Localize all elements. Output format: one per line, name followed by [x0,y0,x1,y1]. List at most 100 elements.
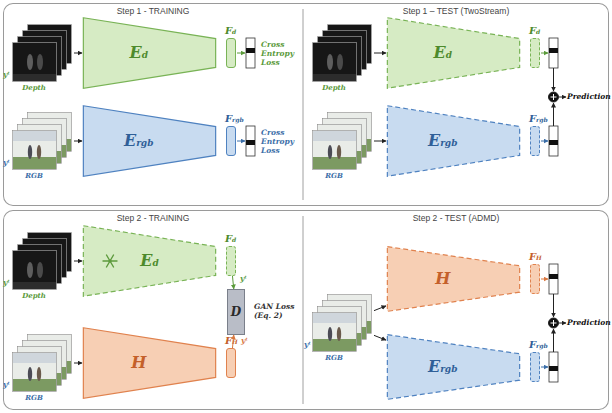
flow-arrow [74,53,82,54]
feature-name: Fd [225,26,236,36]
step-title: Step 2 - TEST (ADMD) [303,213,609,223]
depth-encoder: Ed [386,17,521,89]
rgb-floor [313,339,356,351]
encoder-name: H [131,355,146,371]
time-axis-label: yᵗ [3,380,10,389]
depth-floor [313,74,356,81]
feature-arrow [541,141,548,142]
depth-person [37,262,43,278]
encoder-shape [83,18,215,89]
encoder-name: Ed [433,45,452,61]
encoder-shape [387,247,519,312]
flow-arrow [74,141,82,142]
step-title: Step 1 – TEST (TwoStream) [303,6,609,16]
feature-name: FH [529,252,542,262]
rgb-person [28,367,32,381]
feature-arrow [237,53,245,54]
encoder-trapezoid [386,17,521,89]
depth-person [37,54,43,70]
feature-name: Fd [529,26,540,36]
rgb-person [328,145,332,159]
encoder-trapezoid [82,327,217,399]
frame-stack [12,24,74,82]
encoder-trapezoid [386,246,521,312]
panel-divider [303,9,304,200]
flow-arrow [374,306,386,311]
encoder-shape [83,226,215,297]
depth-frames: Depth [312,24,374,82]
rgb-encoder: Ergb [386,105,521,177]
score-cell [246,140,255,145]
score-vector [549,264,558,294]
rgb-frame [13,353,57,392]
frame-stack [12,112,74,170]
rgb-person [37,367,41,381]
rgb-frames: RGB [12,334,74,392]
modality-label: RGB [306,171,362,180]
feature-arrow [237,141,245,142]
encoder-trapezoid [82,17,217,89]
hallucination-network: H [82,327,217,399]
encoder-shape [387,335,519,400]
encoder-name: Ed [129,45,148,61]
rgb-floor [13,157,56,169]
step-title: Step 1 - TRAINING [3,6,303,16]
prediction-arrow [559,97,566,98]
feature-vector: FH [226,348,236,378]
time-axis-label: yᵗ [304,340,311,349]
rgb-wall [313,131,356,141]
feature-vector: Fd [226,246,236,276]
target-label: yᵗ [240,274,247,283]
score-cell [549,274,558,279]
sum-plus [553,320,554,326]
discriminator-box: D [227,289,245,335]
rgb-encoder: Ergb [82,105,217,177]
step-panel: Step 1 - TRAININGStep 1 – TEST (TwoStrea… [3,3,609,206]
rgb-person [37,145,41,159]
rgb-encoder: Ergb [386,334,521,400]
rgb-wall [313,313,356,323]
depth-person [327,54,333,70]
score-vector [246,126,255,156]
modality-label: RGB [6,171,62,180]
rgb-frame [313,131,357,170]
score-cell [549,140,558,145]
feature-vector: Frgb [226,126,236,156]
encoder-name: Ergb [428,359,458,375]
frozen-depth-encoder: Ed [82,225,217,297]
depth-frames: Depth [12,24,74,82]
frame-stack [312,112,374,170]
encoder-name: Ergb [124,133,154,149]
fusion-line [553,103,554,126]
depth-person [27,54,33,70]
encoder-shape [83,328,215,399]
rgb-frame [13,131,57,170]
flow-arrow [74,363,82,364]
flow-arrow [374,335,386,340]
output-label: Prediction [567,318,611,327]
time-axis-label: yᵗ [3,278,10,287]
feature-name: Frgb [529,340,548,350]
time-axis-label: yᵗ [3,70,10,79]
feature-vector: Frgb [530,352,540,382]
rgb-person [337,145,341,159]
depth-frame [313,43,357,82]
frame-stack [12,334,74,392]
feature-name: Frgb [529,114,548,124]
feature-name: Fd [225,234,236,244]
rgb-frames: RGB [312,112,374,170]
sum-symbol [549,318,559,328]
score-cell [246,48,255,53]
rgb-wall [13,353,56,363]
encoder-shape [83,106,215,177]
modality-label: Depth [6,83,62,92]
loss-label: GAN Loss (Eq. 2) [254,302,300,320]
depth-frames: Depth [12,232,74,290]
feature-vector: Fd [226,38,236,68]
encoder-shape [387,18,519,89]
loss-label: Cross Entropy Loss [261,128,303,155]
frame-stack [12,232,74,290]
score-vector [549,352,558,382]
flow-arrow [374,53,386,54]
modality-label: RGB [306,353,362,362]
